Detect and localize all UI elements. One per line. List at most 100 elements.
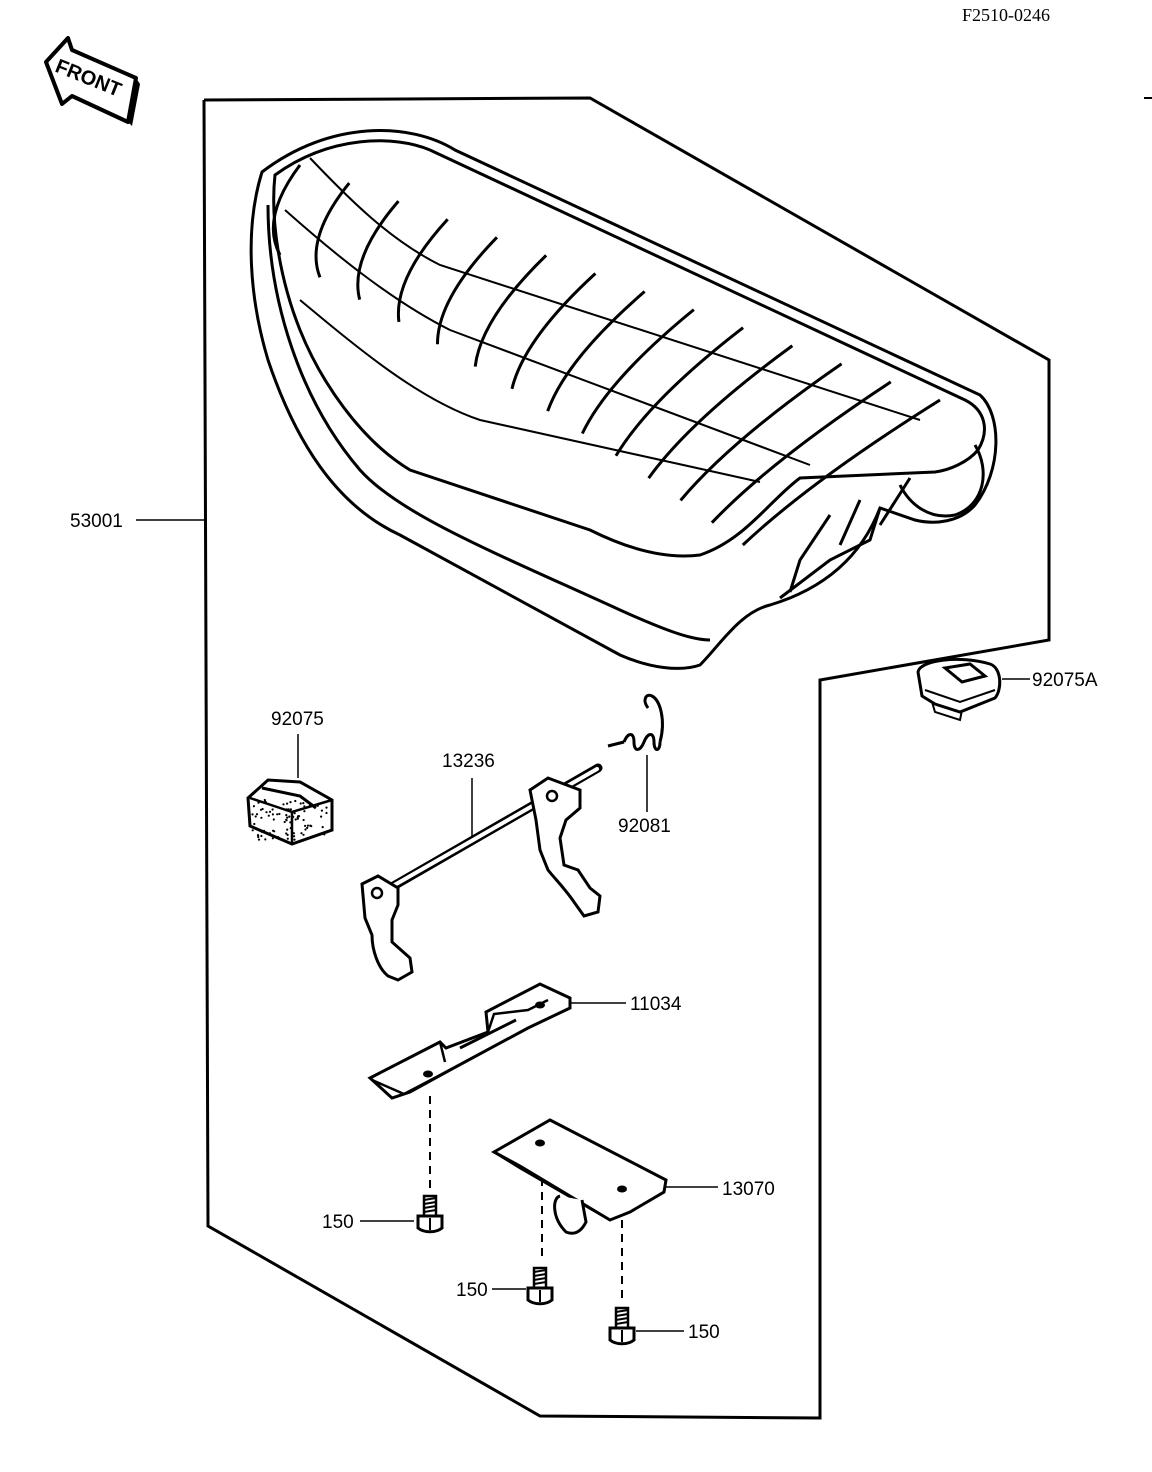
damper-dot <box>260 830 263 833</box>
damper-dot <box>257 801 260 804</box>
spring-illustration <box>607 693 664 751</box>
damper-dot <box>285 832 288 835</box>
damper-dot <box>271 813 274 816</box>
damper-dot <box>271 808 274 811</box>
drawing-code: F2510-0246 <box>962 5 1050 25</box>
damper-dot <box>289 801 292 804</box>
seat-rib <box>356 200 400 300</box>
damper-dot <box>312 804 315 807</box>
bolt-thread <box>533 1277 547 1281</box>
label-bracket-lower: 13070 <box>722 1179 775 1200</box>
damper-dot <box>321 826 324 829</box>
damper-dot <box>252 805 255 808</box>
damper-dot <box>296 817 299 820</box>
seat-rib <box>614 326 744 457</box>
damper-dot <box>286 802 289 805</box>
damper-dot <box>251 829 254 832</box>
bolt-a-illustration <box>416 1194 444 1234</box>
damper-dot <box>294 799 297 803</box>
assembly-outline <box>202 96 1051 1420</box>
edge-mark <box>1144 97 1152 99</box>
seat-seam <box>284 209 811 466</box>
damper-dot <box>304 824 307 828</box>
damper-dot <box>302 818 305 822</box>
damper-dot <box>277 836 280 839</box>
damper-dot <box>289 821 292 824</box>
damper-dot <box>272 818 275 821</box>
damper-dot <box>251 813 254 816</box>
seat-rib <box>435 236 498 345</box>
bolt-thread <box>615 1313 629 1317</box>
label-damper-right: 92075A <box>1032 670 1098 691</box>
seat-rib <box>647 344 794 479</box>
damper-dot <box>293 835 296 838</box>
damper-dot <box>286 833 289 837</box>
damper-dot <box>285 818 288 821</box>
damper-dot <box>255 813 259 816</box>
bolt-thread <box>533 1281 547 1285</box>
seat-rib <box>271 164 302 256</box>
seat-rib <box>473 254 548 367</box>
damper-dot <box>285 814 288 817</box>
damper-dot <box>294 818 297 821</box>
label-bolt-c: 150 <box>688 1322 720 1343</box>
label-spring: 92081 <box>618 816 671 837</box>
damper-dot <box>254 815 257 818</box>
damper-dot <box>285 808 288 811</box>
bolt-thread <box>615 1309 629 1313</box>
seat-rib <box>741 398 941 547</box>
seat-rib <box>396 218 449 323</box>
seat-rib <box>546 290 646 412</box>
front-arrow-icon: FRONT <box>44 36 140 126</box>
seat-seam <box>299 299 761 483</box>
seat-rib <box>679 362 843 502</box>
bolt-thread <box>615 1317 629 1321</box>
damper-dot <box>256 834 260 837</box>
damper-dot <box>325 811 328 815</box>
bolt-thread <box>615 1321 629 1325</box>
damper-dot <box>289 827 292 830</box>
damper-dot <box>263 798 266 802</box>
damper-right-illustration <box>916 657 1002 722</box>
damper-dot <box>260 834 263 838</box>
bolt-thread <box>533 1269 547 1273</box>
damper-dot <box>300 832 303 835</box>
bolt-b-illustration <box>526 1266 554 1306</box>
bolt-thread <box>423 1205 437 1209</box>
damper-dot <box>286 816 289 819</box>
seat-rib <box>710 380 892 524</box>
seat-rib <box>580 308 695 435</box>
damper-dot <box>278 812 281 816</box>
damper-dot <box>292 815 295 819</box>
damper-dot <box>325 806 328 809</box>
damper-dot <box>308 804 312 807</box>
damper-dot <box>288 815 291 818</box>
label-damper-left: 92075 <box>271 709 324 730</box>
damper-dot <box>302 833 305 836</box>
damper-dot <box>304 828 307 831</box>
damper-dot <box>264 838 267 841</box>
damper-dot <box>282 803 285 806</box>
damper-dot <box>260 816 263 819</box>
label-lock-shaft: 13236 <box>442 751 495 772</box>
label-bolt-a: 150 <box>322 1212 354 1233</box>
damper-texture <box>251 798 328 841</box>
damper-dot <box>268 832 271 835</box>
damper-dot <box>309 824 312 827</box>
seat-ribs <box>271 157 941 547</box>
damper-dot <box>261 807 264 811</box>
damper-dot <box>320 809 323 812</box>
damper-dot <box>257 838 261 841</box>
seat-illustration <box>249 129 998 670</box>
damper-dot <box>271 837 274 840</box>
damper-dot <box>269 834 272 837</box>
damper-dot <box>265 811 268 814</box>
bolt-thread <box>423 1197 437 1201</box>
damper-dot <box>272 829 275 832</box>
damper-dot <box>286 828 289 831</box>
damper-dot <box>257 835 260 839</box>
damper-dot <box>286 837 289 840</box>
bracket-lower-illustration <box>490 1118 668 1235</box>
damper-dot <box>302 802 305 805</box>
